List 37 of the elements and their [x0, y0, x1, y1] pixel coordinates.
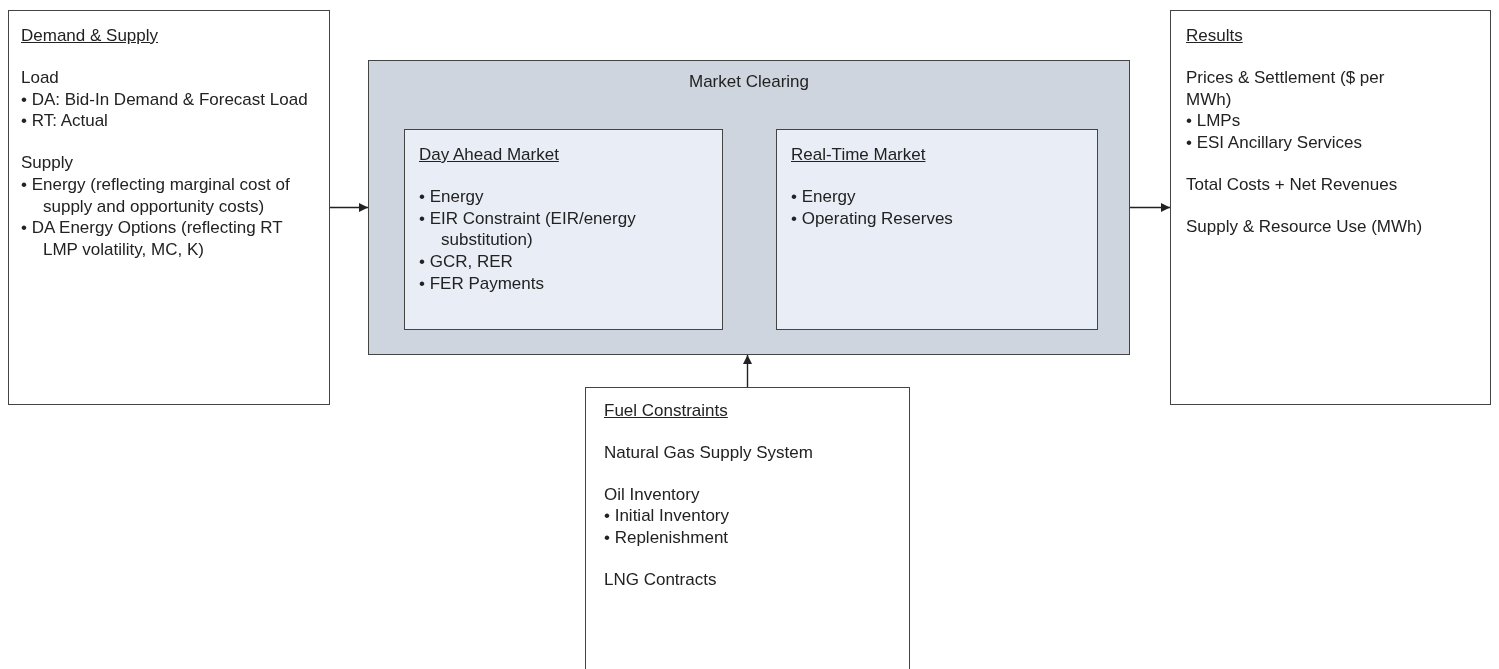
box-text: Total Costs + Net Revenues	[1186, 173, 1398, 196]
arrow	[743, 354, 752, 388]
input-box	[8, 10, 330, 405]
box-text: Oil Inventory	[604, 483, 700, 506]
bullet-item: • Replenishment	[604, 527, 730, 549]
bullet-item: • FER Payments	[419, 272, 544, 295]
bullet-item: • Operating Reserves	[791, 207, 953, 230]
bullet-item: • Energy (reflecting marginal cost of supply and opportunity costs)	[21, 173, 291, 218]
box-text: Supply & Resource Use (MWh)	[1186, 215, 1423, 238]
bullet-item: • GCR, RER	[419, 251, 513, 273]
arrow	[329, 203, 369, 212]
box-heading: Demand & Supply	[21, 25, 159, 47]
box-text: Natural Gas Supply System	[604, 441, 813, 464]
input-box	[585, 387, 910, 669]
box-heading: Fuel Constraints	[604, 400, 728, 422]
bullet-item: • Energy	[419, 185, 485, 208]
process-panel	[368, 60, 1130, 355]
market-box	[404, 129, 723, 330]
box-heading: Market Clearing	[688, 71, 810, 93]
bullet-item: • DA Energy Options (reflecting RT LMP volatility, MC, K)	[21, 217, 284, 261]
bullet-item: • DA: Bid-In Demand & Forecast Load	[21, 88, 308, 111]
bullet-item: • RT: Actual	[21, 110, 108, 132]
output-box	[1170, 10, 1491, 405]
box-text: Supply	[21, 152, 73, 174]
bullet-item: • EIR Constraint (EIR/energy substitution)	[419, 207, 637, 251]
bullet-item: • ESI Ancillary Services	[1186, 132, 1362, 154]
box-text: Prices & Settlement ($ per MWh)	[1186, 66, 1386, 111]
arrow	[1129, 203, 1171, 212]
box-heading: Real-Time Market	[791, 144, 926, 166]
box-heading: Day Ahead Market	[419, 144, 559, 166]
bullet-item: • Energy	[791, 185, 857, 208]
bullet-item: • Initial Inventory	[604, 505, 729, 527]
box-text: Load	[21, 66, 59, 89]
box-heading: Results	[1186, 25, 1243, 47]
box-text: LNG Contracts	[604, 568, 717, 591]
bullet-item: • LMPs	[1186, 110, 1242, 132]
market-box	[776, 129, 1098, 330]
